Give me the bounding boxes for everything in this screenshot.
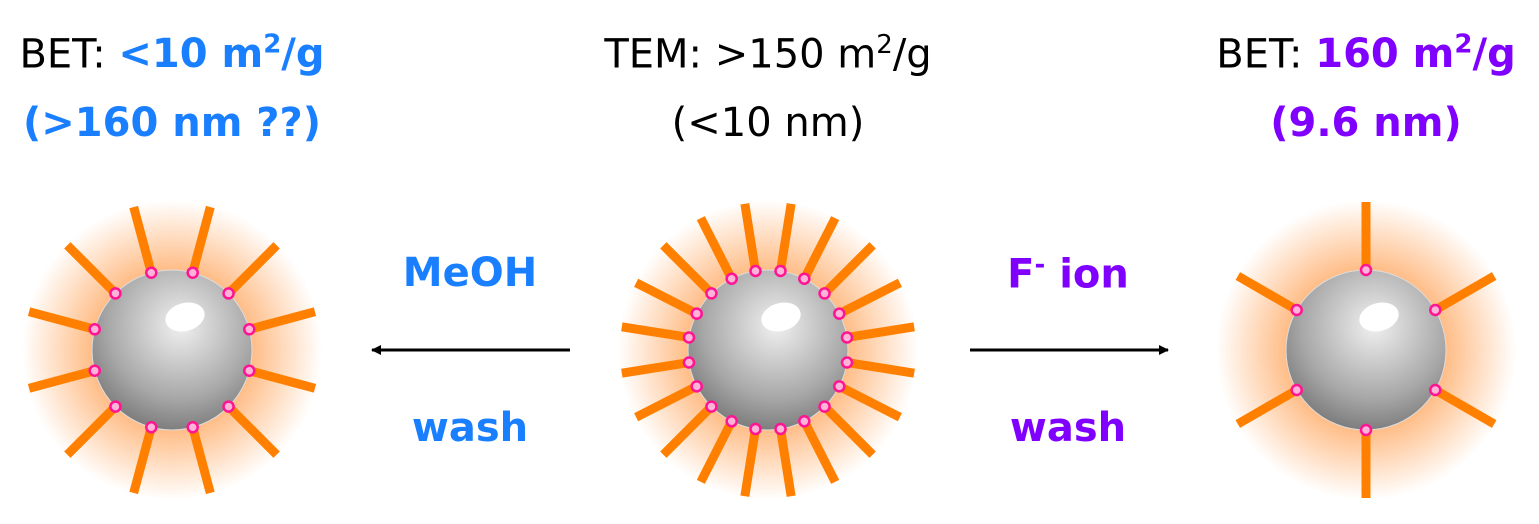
ligand bbox=[850, 322, 915, 342]
ligand bbox=[740, 432, 760, 497]
anchor-group bbox=[1290, 303, 1303, 317]
anchor-group bbox=[840, 331, 854, 344]
right-bet-value: 160 m2/g bbox=[1315, 30, 1516, 78]
anchor-group bbox=[145, 421, 158, 434]
anchor-group bbox=[186, 421, 199, 434]
ligand bbox=[634, 278, 696, 316]
anchor-group bbox=[725, 415, 738, 428]
ligand bbox=[696, 216, 734, 278]
anchor-group bbox=[1429, 303, 1442, 317]
anchor-group bbox=[725, 272, 738, 285]
right-particle bbox=[1216, 200, 1516, 500]
anchor-group bbox=[243, 364, 256, 377]
ligand bbox=[776, 203, 796, 268]
anchor-group bbox=[682, 356, 696, 369]
bet-label: BET: bbox=[1216, 31, 1303, 78]
left-particle bbox=[22, 200, 322, 500]
ligand bbox=[740, 203, 760, 268]
anchor-group bbox=[109, 400, 122, 413]
sphere bbox=[91, 269, 253, 431]
anchor-group bbox=[1359, 263, 1373, 277]
left-bet-value: <10 m2/g bbox=[118, 30, 325, 78]
ligand bbox=[634, 384, 696, 422]
ligand bbox=[802, 422, 840, 484]
anchor-group bbox=[690, 380, 703, 393]
ligand bbox=[1436, 388, 1497, 428]
ligand bbox=[251, 307, 317, 333]
anchor-group bbox=[222, 400, 235, 413]
anchor-group bbox=[1359, 423, 1373, 437]
wash-label-left: wash bbox=[411, 405, 529, 451]
right-bet-label: BET: 160 m2/g bbox=[1216, 30, 1515, 77]
anchor-group bbox=[682, 331, 696, 344]
ligand bbox=[129, 205, 155, 271]
ligand bbox=[696, 422, 734, 484]
anchor-group bbox=[818, 287, 831, 300]
anchor-group bbox=[798, 272, 811, 285]
anchor-group bbox=[186, 266, 199, 279]
anchor-group bbox=[1290, 383, 1303, 397]
ligand bbox=[27, 367, 93, 393]
ligand bbox=[64, 242, 116, 294]
bet-label: BET: bbox=[19, 31, 106, 78]
highlight bbox=[1359, 302, 1399, 332]
left-size: (>160 nm ??) bbox=[23, 100, 321, 146]
meoh-label: MeOH bbox=[402, 250, 538, 296]
anchor-group bbox=[833, 380, 846, 393]
anchor-group bbox=[749, 422, 762, 436]
center-tem-label: TEM: >150 m2/g bbox=[604, 30, 932, 78]
anchor-group bbox=[705, 400, 718, 413]
left-bet-label: BET: <10 m2/g bbox=[19, 30, 324, 77]
fluoride-label: F- ion bbox=[1007, 250, 1129, 298]
ligand bbox=[1436, 272, 1497, 312]
ligand bbox=[840, 384, 902, 422]
wash-label-right: wash bbox=[1009, 405, 1127, 451]
anchor-group bbox=[833, 307, 846, 320]
anchor-group bbox=[88, 364, 101, 377]
anchor-group bbox=[749, 264, 762, 278]
ligand bbox=[228, 406, 280, 458]
anchor-group bbox=[774, 264, 787, 278]
ligand bbox=[824, 242, 876, 294]
anchor-group bbox=[690, 307, 703, 320]
anchor-group bbox=[243, 323, 256, 336]
anchor-group bbox=[774, 422, 787, 436]
ligand bbox=[660, 406, 712, 458]
ligand bbox=[129, 429, 155, 495]
ligand bbox=[189, 205, 215, 271]
anchor-group bbox=[705, 287, 718, 300]
ligand bbox=[228, 242, 280, 294]
center-size: (<10 nm) bbox=[671, 100, 865, 146]
ligand bbox=[1235, 388, 1296, 428]
anchor-group bbox=[818, 400, 831, 413]
ligand bbox=[621, 322, 686, 342]
ligand bbox=[621, 358, 686, 378]
anchor-group bbox=[145, 266, 158, 279]
ligand bbox=[189, 429, 215, 495]
ligand bbox=[840, 278, 902, 316]
anchor-group bbox=[109, 287, 122, 300]
ligand bbox=[64, 406, 116, 458]
ligand bbox=[850, 358, 915, 378]
ligand bbox=[824, 406, 876, 458]
ligand bbox=[27, 307, 93, 333]
anchor-group bbox=[88, 323, 101, 336]
anchor-group bbox=[798, 415, 811, 428]
anchor-group bbox=[222, 287, 235, 300]
highlight bbox=[761, 302, 801, 332]
ligand bbox=[660, 242, 712, 294]
ligand bbox=[1235, 272, 1296, 312]
ligand bbox=[251, 367, 317, 393]
ligand bbox=[776, 432, 796, 497]
anchor-group bbox=[1429, 383, 1442, 397]
ligand bbox=[802, 216, 840, 278]
sphere bbox=[1285, 269, 1447, 431]
sphere bbox=[687, 269, 849, 431]
anchor-group bbox=[840, 356, 854, 369]
right-size: (9.6 nm) bbox=[1270, 100, 1462, 146]
highlight bbox=[165, 302, 205, 332]
center-particle bbox=[618, 200, 918, 500]
